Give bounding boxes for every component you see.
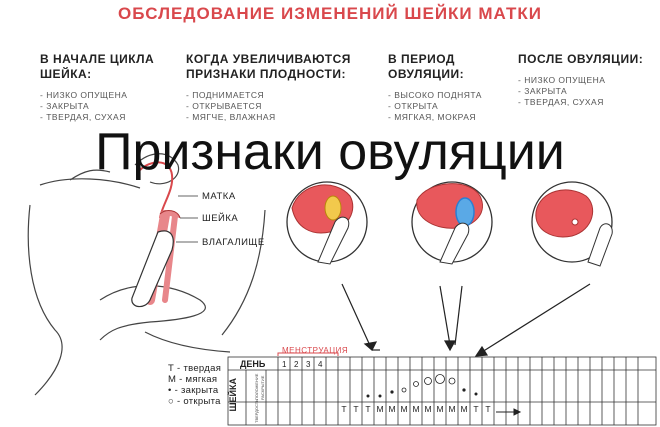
cervix-view-open: [411, 181, 493, 265]
legend: Т - твердая М - мягкая • - закрыта ○ - о…: [168, 363, 221, 407]
list-item: ТВЕРДАЯ, СУХАЯ: [40, 112, 180, 123]
firmness-cell: М: [436, 404, 444, 414]
legend-item: • - закрыта: [168, 385, 219, 396]
firmness-cell: М: [388, 404, 396, 414]
firmness-cell: Т: [473, 404, 479, 414]
list-item: ЗАКРЫТА: [518, 86, 648, 97]
row-label-opening: РАСКРЫТИЕ: [260, 375, 265, 400]
list-item: НИЗКО ОПУЩЕНА: [40, 90, 180, 101]
column-cycle-start: В НАЧАЛЕ ЦИКЛА ШЕЙКА: НИЗКО ОПУЩЕНА ЗАКР…: [40, 52, 180, 123]
list-item: МЯГЧЕ, ВЛАЖНАЯ: [186, 112, 386, 123]
column-heading: В ПЕРИОД ОВУЛЯЦИИ:: [388, 52, 465, 81]
firmness-cell: М: [376, 404, 384, 414]
column-heading: КОГДА УВЕЛИЧИВАЮТСЯ ПРИЗНАКИ ПЛОДНОСТИ:: [186, 52, 351, 81]
label-vagina: ВЛАГАЛИЩЕ: [202, 237, 265, 248]
column-ovulation: В ПЕРИОД ОВУЛЯЦИИ: ВЫСОКО ПОДНЯТА ОТКРЫТ…: [388, 52, 508, 123]
row-label-firmness: ТВЕРДОСТЬ: [254, 399, 259, 423]
cervix-view-closed: [286, 181, 368, 265]
firmness-cell: Т: [353, 404, 359, 414]
column-after-ovulation: ПОСЛЕ ОВУЛЯЦИИ: НИЗКО ОПУЩЕНА ЗАКРЫТА ТВ…: [518, 52, 648, 108]
list-item: ПОДНИМАЕТСЯ: [186, 90, 386, 101]
legend-item: М - мягкая: [168, 374, 218, 385]
firmness-cell: М: [400, 404, 408, 414]
menstruation-bracket: [277, 352, 339, 356]
firmness-cell: М: [412, 404, 420, 414]
calendar-day-columns: [277, 357, 639, 425]
firmness-cell: Т: [341, 404, 347, 414]
menstruation-label: МЕНСТРУАЦИЯ: [282, 346, 349, 355]
overlay-title: Признаки овуляции: [95, 123, 565, 181]
cervix-view-after: [531, 181, 613, 267]
page-title: ОБСЛЕДОВАНИЕ ИЗМЕНЕНИЙ ШЕЙКИ МАТКИ: [118, 4, 542, 23]
column-heading: В НАЧАЛЕ ЦИКЛА ШЕЙКА:: [40, 52, 155, 81]
list-item: МЯГКАЯ, МОКРАЯ: [388, 112, 508, 123]
list-item: ОТКРЫВАЕТСЯ: [186, 101, 386, 112]
list-item: ТВЕРДАЯ, СУХАЯ: [518, 97, 648, 108]
day-number: 4: [318, 360, 323, 369]
pointer-arrows: [341, 283, 591, 357]
firmness-continue-arrow: [496, 408, 522, 416]
calendar-day-label: ДЕНЬ: [240, 359, 266, 369]
column-heading: ПОСЛЕ ОВУЛЯЦИИ:: [518, 52, 644, 66]
firmness-cell: Т: [485, 404, 491, 414]
label-cervix: ШЕЙКА: [202, 213, 239, 224]
list-item: ВЫСОКО ПОДНЯТА: [388, 90, 508, 101]
column-fertility-rising: КОГДА УВЕЛИЧИВАЮТСЯ ПРИЗНАКИ ПЛОДНОСТИ: …: [186, 52, 386, 123]
calendar-grid: [227, 356, 657, 426]
firmness-cell: М: [448, 404, 456, 414]
list-item: ЗАКРЫТА: [40, 101, 180, 112]
firmness-cell: М: [424, 404, 432, 414]
label-uterus: МАТКА: [202, 191, 236, 202]
day-number: 2: [294, 360, 299, 369]
calendar-side-label: ШЕЙКА: [228, 378, 238, 412]
row-label-position: ПОЛОЖЕНИЕ: [254, 373, 259, 400]
day-number: 3: [306, 360, 311, 369]
list-item: НИЗКО ОПУЩЕНА: [518, 75, 648, 86]
cervix-position-markers: [366, 374, 478, 398]
firmness-cell: Т: [365, 404, 371, 414]
day-number: 1: [282, 360, 287, 369]
finger-drawing: [131, 230, 174, 308]
firmness-cell: М: [460, 404, 468, 414]
list-item: ОТКРЫТА: [388, 101, 508, 112]
label-pointers: [176, 195, 198, 243]
legend-item: ○ - открыта: [168, 396, 221, 407]
legend-item: Т - твердая: [168, 363, 222, 374]
